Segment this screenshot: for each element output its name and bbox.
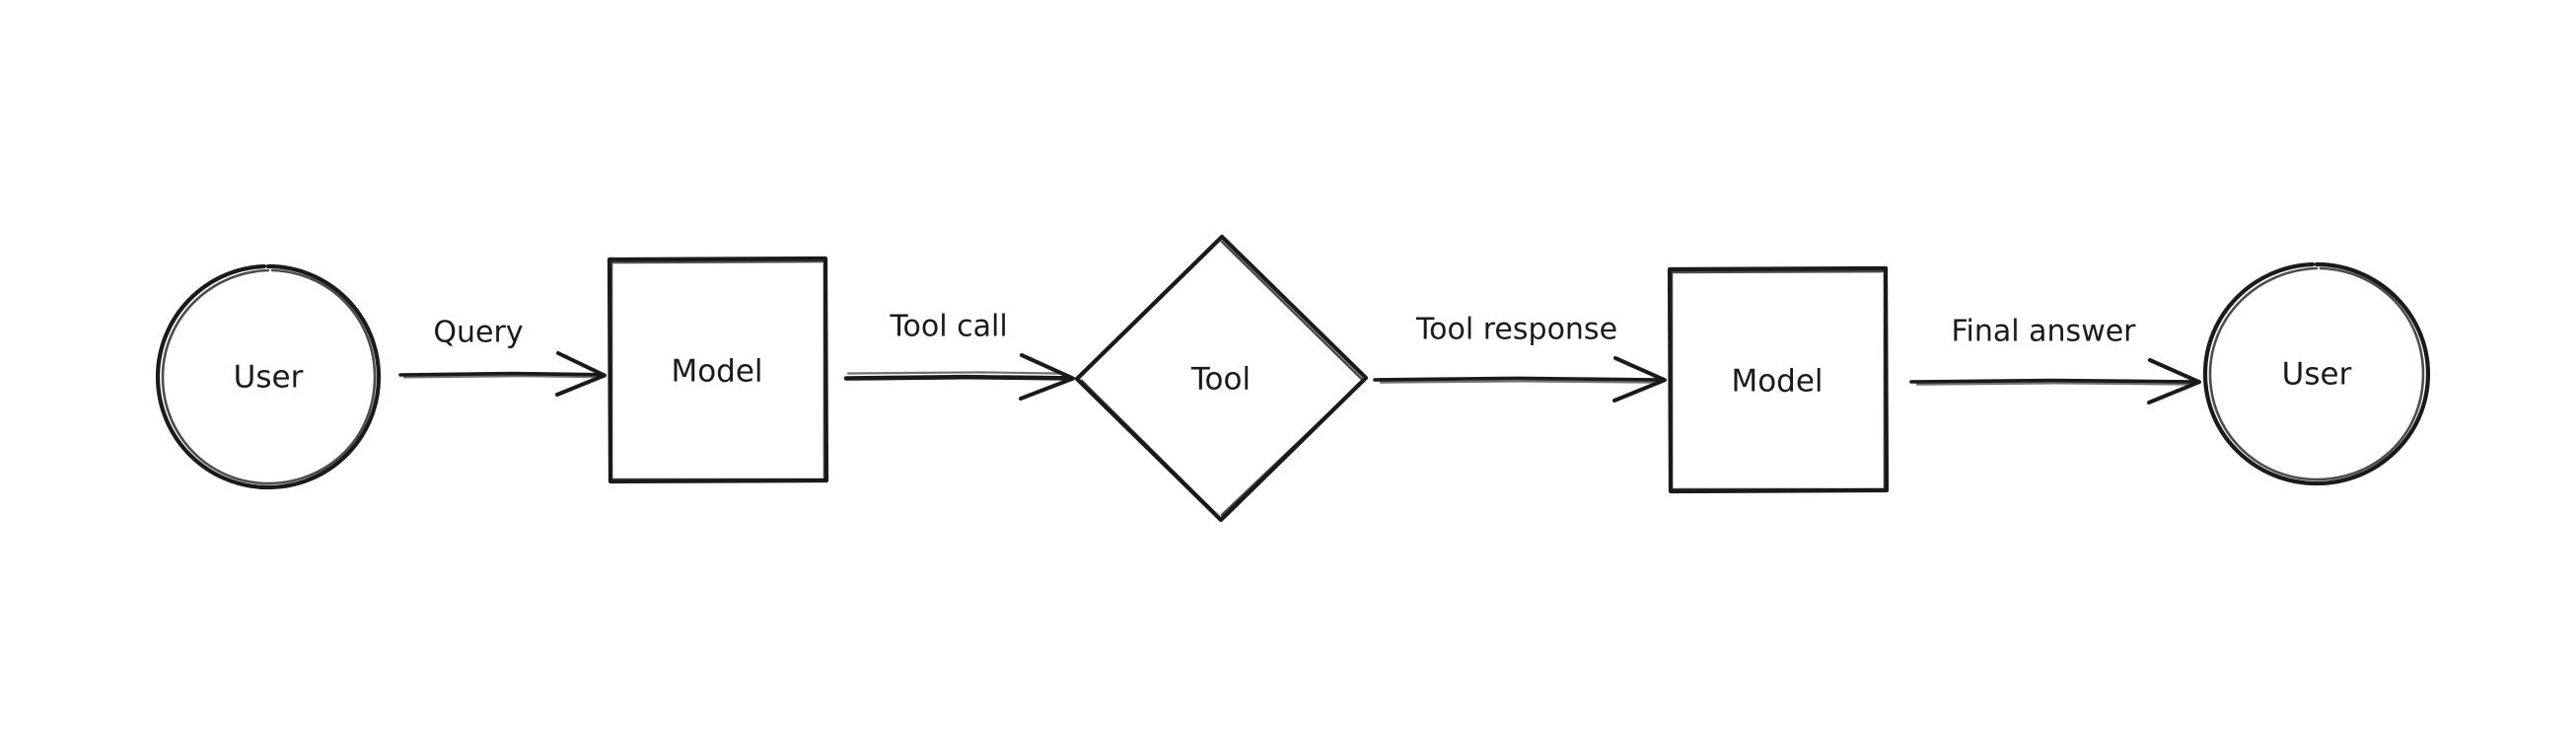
edge-tool-response[interactable]: Tool response <box>1373 313 1667 403</box>
tool-diamond-sketch-echo <box>1079 239 1365 518</box>
edge-tool-response-label: Tool response <box>1415 313 1617 347</box>
tool-label: Tool <box>1190 362 1251 398</box>
user-start-hit-area[interactable] <box>158 266 379 487</box>
node-tool[interactable]: Tool <box>1074 234 1369 523</box>
user-start-label: User <box>234 360 304 396</box>
model-second-rect-outline <box>1667 265 1890 494</box>
user-end-hit-area[interactable] <box>2205 262 2428 485</box>
edge-tool-call[interactable]: Tool call <box>843 310 1075 401</box>
edge-final-answer-line <box>1909 378 2199 384</box>
user-end-circle-sketch-echo <box>2208 266 2425 481</box>
model-first-rect-sketch-echo <box>609 259 826 481</box>
edge-final-answer-arrowhead <box>2147 358 2201 404</box>
model-first-hit-area[interactable] <box>608 258 826 481</box>
model-first-label: Model <box>671 354 762 390</box>
user-start-circle-outline <box>155 263 382 490</box>
edge-final-answer[interactable]: Final answer <box>1909 315 2201 404</box>
edge-final-answer-line-echo <box>1915 382 2193 386</box>
node-user-start[interactable]: User <box>155 263 382 490</box>
edge-tool-response-line-echo <box>1379 380 1659 384</box>
user-start-circle-sketch-echo <box>161 268 377 485</box>
node-model-second[interactable]: Model <box>1667 265 1890 494</box>
edge-tool-response-line <box>1373 376 1665 382</box>
tool-hit-area[interactable] <box>1077 237 1366 520</box>
model-second-rect-sketch-echo <box>1670 269 1887 491</box>
edge-tool-call-label: Tool call <box>889 310 1007 344</box>
edge-query-label: Query <box>433 316 523 350</box>
edge-query-line-echo <box>402 375 600 379</box>
node-user-end[interactable]: User <box>2202 261 2431 486</box>
model-second-hit-area[interactable] <box>1669 268 1887 491</box>
edge-query[interactable]: Query <box>398 316 607 397</box>
edge-tool-call-line-echo <box>846 371 1067 375</box>
model-first-rect-outline <box>607 256 829 484</box>
edge-final-answer-label: Final answer <box>1951 315 2136 349</box>
edge-tool-call-line <box>843 374 1074 381</box>
edge-tool-response-arrowhead <box>1612 356 1667 403</box>
edge-tool-call-arrowhead <box>1019 353 1075 401</box>
node-model-first[interactable]: Model <box>607 256 829 484</box>
user-end-circle-outline <box>2202 261 2431 486</box>
user-end-label: User <box>2282 357 2352 393</box>
edge-query-arrowhead <box>555 351 607 397</box>
edge-query-line <box>398 371 606 377</box>
model-second-label: Model <box>1731 364 1823 400</box>
